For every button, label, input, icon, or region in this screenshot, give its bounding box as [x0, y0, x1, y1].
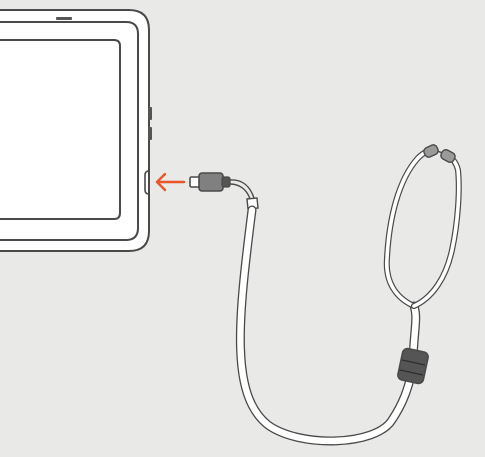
tablet-top-button [56, 17, 72, 20]
volume-button-up [148, 107, 152, 120]
usb-c-connector-icon [189, 172, 259, 210]
connector-strain-relief [221, 176, 231, 188]
stethoscope-tubing-core [237, 206, 416, 445]
stethoscope-icon [235, 144, 462, 446]
cable-lower [229, 183, 251, 200]
connector-body [198, 172, 224, 192]
tablet-device-icon [0, 9, 152, 252]
stethoscope-right-arm-core [412, 154, 461, 308]
volume-button-down [148, 127, 152, 140]
tablet-screen [0, 39, 121, 220]
usb-port [144, 170, 150, 195]
stethoscope-ear-tip-right [440, 149, 456, 163]
cable-upper [229, 179, 255, 199]
stethoscope-collar [397, 347, 429, 385]
arrow-left-icon [155, 172, 186, 192]
stethoscope-ear-tip-left [423, 144, 439, 158]
